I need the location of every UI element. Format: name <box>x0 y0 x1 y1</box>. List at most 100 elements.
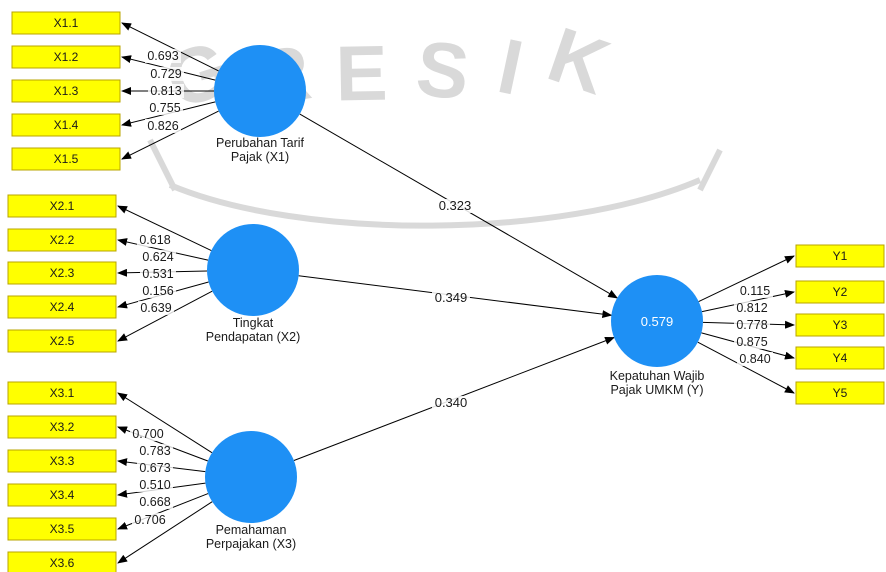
construct-label: Perubahan Tarif <box>216 136 305 150</box>
indicator-label: X3.6 <box>50 556 75 570</box>
loading-arrow-X2.1 <box>117 205 212 251</box>
loading-value-bg <box>137 461 173 475</box>
latent-construct-y <box>611 275 703 367</box>
loading-value: 0.673 <box>139 461 170 475</box>
loading-value-bg <box>734 335 770 349</box>
indicator-label: X2.5 <box>50 334 75 348</box>
watermark-letter: E <box>335 29 389 118</box>
loading-value: 0.618 <box>139 233 170 247</box>
indicator-label: X3.1 <box>50 386 75 400</box>
indicator-label: X1.5 <box>54 152 79 166</box>
indicator-box-X1.1 <box>11 11 121 35</box>
loading-value-bg <box>734 318 770 332</box>
construct-label: Kepatuhan Wajib <box>610 369 705 383</box>
loading-value-bg <box>147 101 183 115</box>
indicator-label: Y2 <box>833 285 848 299</box>
loading-arrow-X3.1 <box>117 392 213 454</box>
loading-value: 0.778 <box>736 318 767 332</box>
watermark-letter: I <box>491 21 530 112</box>
indicator-label: X2.4 <box>50 300 75 314</box>
loading-value-bg <box>140 267 176 281</box>
r-squared-value: 0.579 <box>641 314 674 329</box>
loading-value-bg <box>737 352 773 366</box>
loading-value-bg <box>148 67 184 81</box>
loading-value-bg <box>132 513 168 527</box>
indicator-label: X3.4 <box>50 488 75 502</box>
loading-value-bg <box>137 444 173 458</box>
loading-value: 0.668 <box>139 495 170 509</box>
indicator-label: Y5 <box>833 386 848 400</box>
indicator-label: Y1 <box>833 249 848 263</box>
indicator-label: X2.3 <box>50 266 75 280</box>
loading-value: 0.812 <box>736 301 767 315</box>
loading-value: 0.700 <box>132 427 163 441</box>
indicator-label: X2.1 <box>50 199 75 213</box>
indicator-box-X3.2 <box>7 415 117 439</box>
construct-label: Pemahaman <box>216 523 287 537</box>
loading-arrow-X3.6 <box>117 501 213 564</box>
loading-value: 0.826 <box>147 119 178 133</box>
path-coefficient-bg <box>432 396 470 410</box>
latent-construct-x2 <box>207 224 299 316</box>
loading-arrow-X1.1 <box>121 22 219 72</box>
loading-value-bg <box>140 284 176 298</box>
loading-value: 0.531 <box>142 267 173 281</box>
construct-label: Tingkat <box>233 316 274 330</box>
indicator-label: X1.4 <box>54 118 79 132</box>
indicator-box-Y2 <box>795 280 885 304</box>
loading-value-bg <box>137 478 173 492</box>
loading-value: 0.624 <box>142 250 173 264</box>
indicator-box-X3.1 <box>7 381 117 405</box>
loading-value: 0.875 <box>736 335 767 349</box>
indicator-box-X1.4 <box>11 113 121 137</box>
indicator-label: X1.1 <box>54 16 79 30</box>
indicator-box-X3.4 <box>7 483 117 507</box>
indicator-label: X3.2 <box>50 420 75 434</box>
indicator-label: X2.2 <box>50 233 75 247</box>
construct-label: Pajak (X1) <box>231 150 289 164</box>
watermark-letter: K <box>538 10 620 112</box>
loading-value: 0.755 <box>149 101 180 115</box>
watermark-stroke <box>147 138 723 192</box>
loading-value: 0.639 <box>140 301 171 315</box>
loading-value-bg <box>130 427 166 441</box>
latent-construct-x1 <box>214 45 306 137</box>
latent-construct-x3 <box>205 431 297 523</box>
loading-arrow-Y1 <box>698 255 795 302</box>
path-coefficient-label: 0.349 <box>435 290 468 305</box>
indicator-label: Y4 <box>833 351 848 365</box>
construct-label: Pendapatan (X2) <box>206 330 301 344</box>
path-coefficient-bg <box>432 291 470 305</box>
loading-value-bg <box>148 84 184 98</box>
loading-value: 0.813 <box>150 84 181 98</box>
loading-value: 0.156 <box>142 284 173 298</box>
watermark-letter: S <box>412 24 473 117</box>
indicator-box-Y5 <box>795 381 885 405</box>
loading-value: 0.706 <box>134 513 165 527</box>
indicator-box-X1.5 <box>11 147 121 171</box>
loading-value: 0.693 <box>147 49 178 63</box>
indicator-box-Y4 <box>795 346 885 370</box>
path-coefficient-bg <box>436 199 474 213</box>
indicator-box-Y1 <box>795 244 885 268</box>
watermark-arc <box>168 177 702 229</box>
indicator-label: X1.2 <box>54 50 79 64</box>
indicator-box-X1.3 <box>11 79 121 103</box>
indicator-box-X3.3 <box>7 449 117 473</box>
path-coefficient-label: 0.340 <box>435 395 468 410</box>
loading-arrow-X1.5 <box>121 110 219 160</box>
indicator-box-X1.2 <box>11 45 121 69</box>
indicator-label: X3.3 <box>50 454 75 468</box>
loading-value-bg <box>137 233 173 247</box>
loading-value: 0.115 <box>740 284 770 298</box>
loading-value-bg <box>734 301 770 315</box>
indicator-label: X1.3 <box>54 84 79 98</box>
loading-value-bg <box>140 250 176 264</box>
indicator-box-X2.4 <box>7 295 117 319</box>
loading-value: 0.840 <box>739 352 770 366</box>
indicator-box-X3.5 <box>7 517 117 541</box>
indicator-box-Y3 <box>795 313 885 337</box>
loading-value-bg <box>137 495 173 509</box>
indicator-box-X2.2 <box>7 228 117 252</box>
indicator-label: Y3 <box>833 318 848 332</box>
